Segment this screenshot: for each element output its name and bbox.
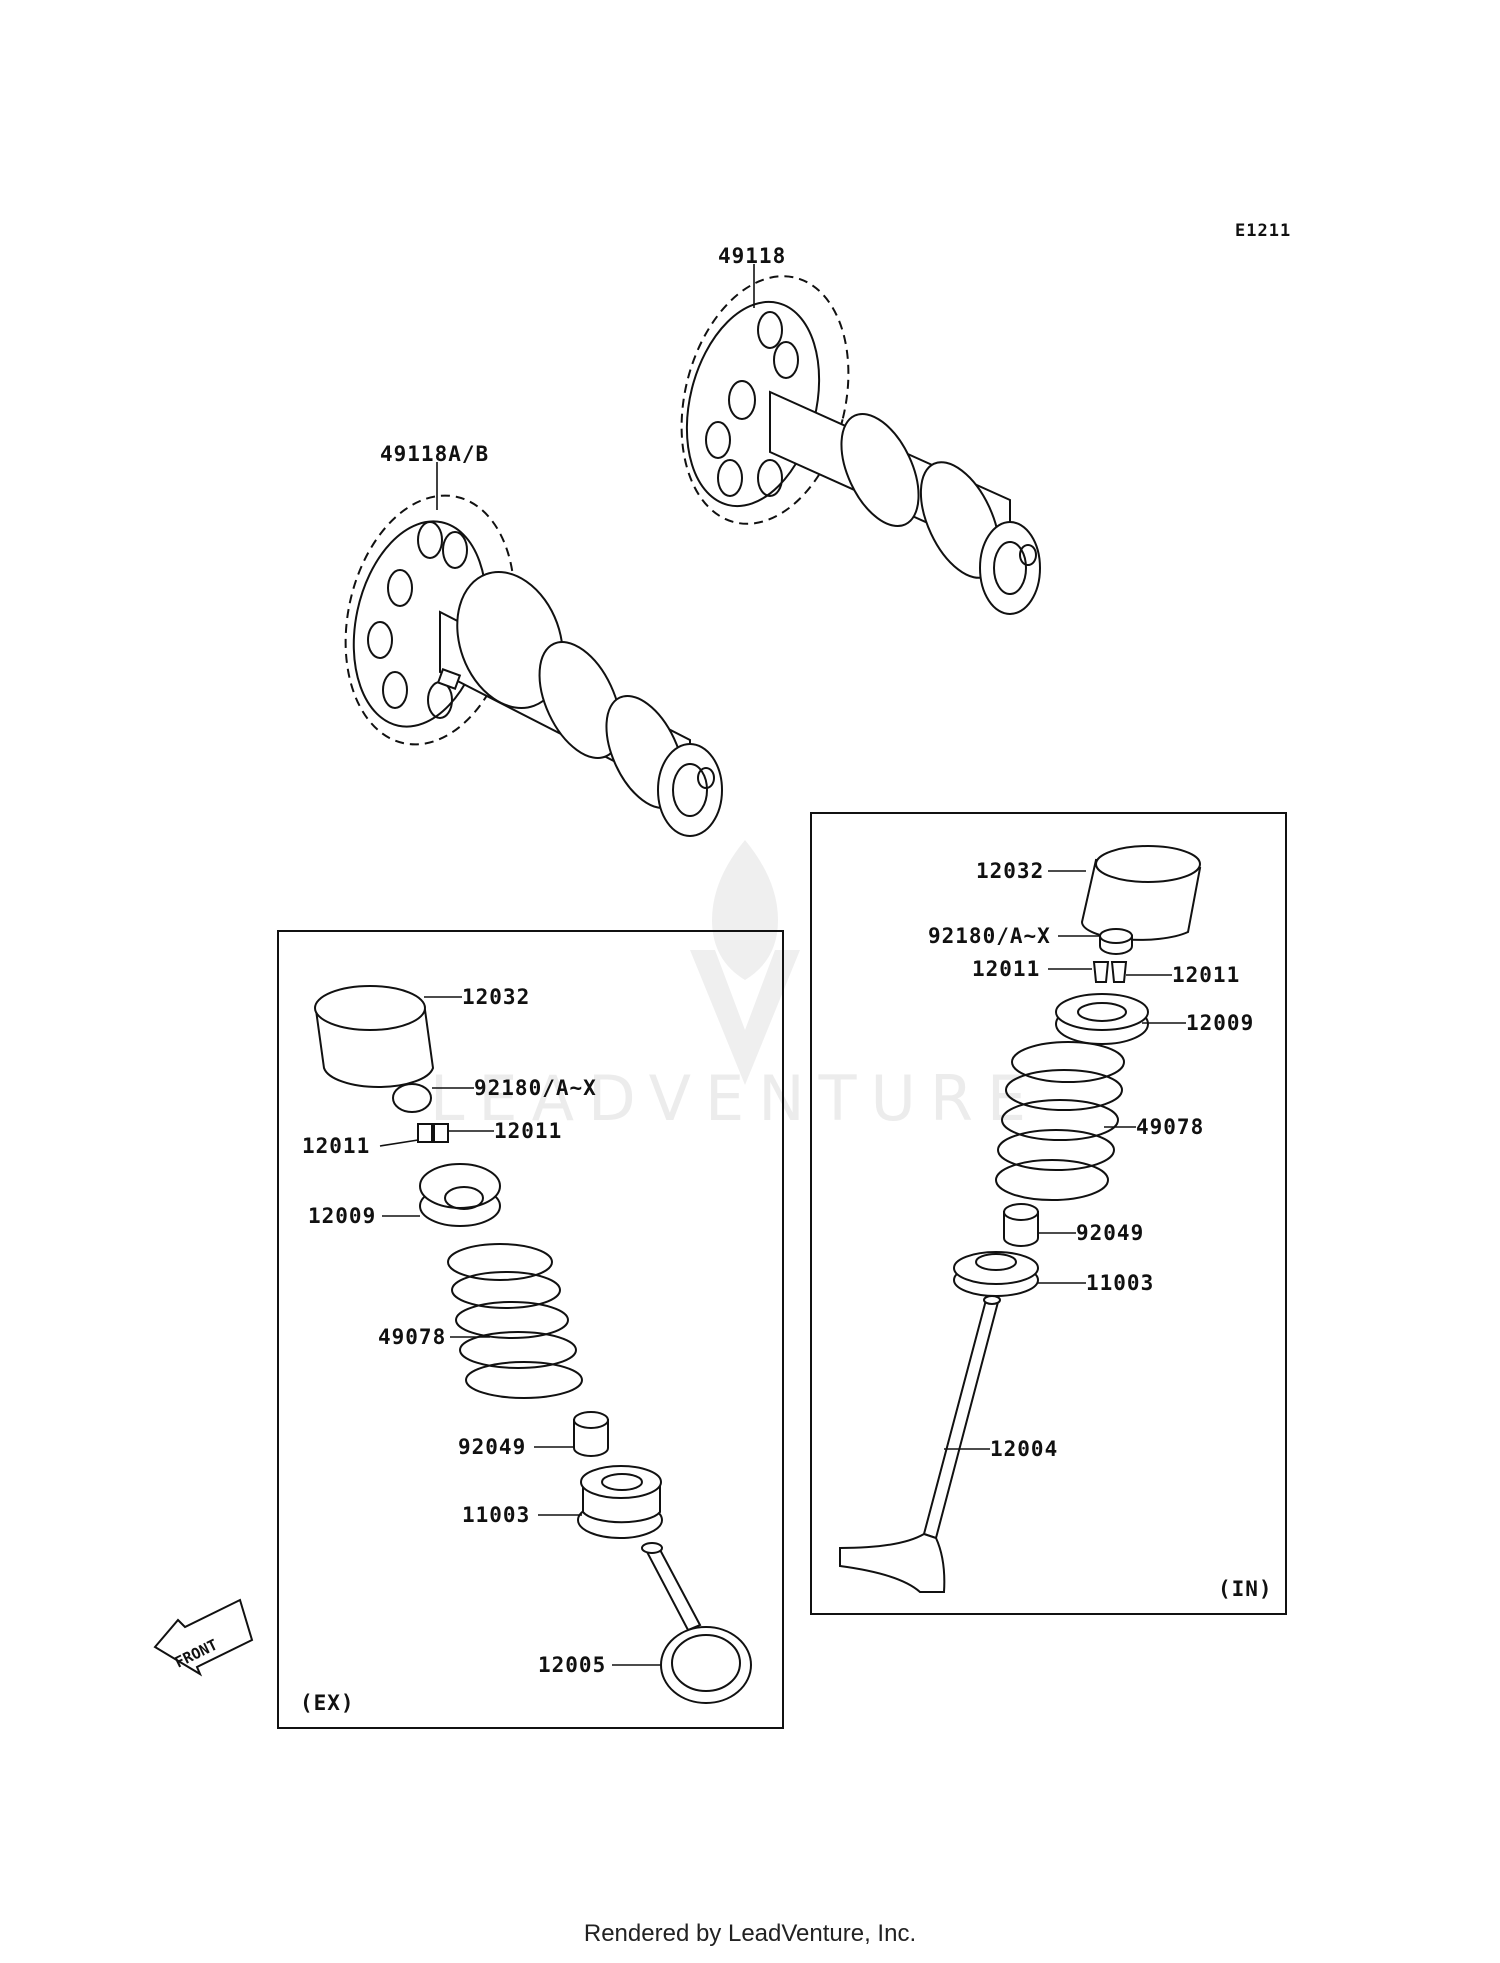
watermark-text: LEADVENTURE — [430, 1062, 1040, 1135]
in-retainer — [1055, 993, 1149, 1045]
label-in-spring-seat: 11003 — [1086, 1271, 1154, 1295]
label-ex-tappet: 12032 — [462, 985, 530, 1009]
label-in-stem-seal: 92049 — [1076, 1221, 1144, 1245]
label-camshaft-lower: 49118A/B — [380, 442, 489, 466]
ex-valve — [641, 1542, 752, 1704]
watermark-logo-icon — [690, 840, 800, 1085]
label-in-valve: 12004 — [990, 1437, 1058, 1461]
label-ex-stem-seal: 92049 — [458, 1435, 526, 1459]
label-in-shim: 92180/A~X — [928, 924, 1051, 948]
ex-spring — [447, 1243, 583, 1399]
footer-credit: Rendered by LeadVenture, Inc. — [583, 1920, 917, 1947]
ex-shim — [392, 1083, 432, 1113]
in-shim — [1099, 928, 1133, 955]
front-arrow: FRONT — [153, 1598, 254, 1677]
label-ex-spring: 49078 — [378, 1325, 446, 1349]
in-valve — [839, 1295, 1001, 1593]
label-ex-retainer: 12009 — [308, 1204, 376, 1228]
label-in-tappet: 12032 — [976, 859, 1044, 883]
label-ex-spring-seat: 11003 — [462, 1503, 530, 1527]
ex-stem-seal — [573, 1411, 609, 1457]
label-in-spring: 49078 — [1136, 1115, 1204, 1139]
in-cotters — [1092, 961, 1128, 983]
camshaft-49118ab — [344, 494, 723, 837]
in-tappet — [1080, 845, 1202, 941]
camshaft-49118 — [680, 275, 1041, 615]
exhaust-panel: (EX) 12032 92180/A~X 12011 12011 12009 — [277, 930, 784, 1729]
ex-tappet — [314, 985, 435, 1089]
exhaust-panel-title: (EX) — [300, 1691, 355, 1715]
label-in-cotter-right: 12011 — [1172, 963, 1240, 987]
in-spring — [995, 1041, 1125, 1201]
intake-panel: (IN) 12032 92180/A~X 12011 12011 — [810, 812, 1287, 1615]
label-ex-shim: 92180/A~X — [474, 1076, 597, 1100]
intake-panel-title: (IN) — [1218, 1577, 1273, 1601]
label-in-retainer: 12009 — [1186, 1011, 1254, 1035]
cam-sprocket-upper — [680, 275, 850, 525]
in-spring-seat — [953, 1251, 1039, 1297]
diagram-code: E1211 — [1235, 221, 1291, 241]
label-ex-valve: 12005 — [538, 1653, 606, 1677]
label-camshaft-upper: 49118 — [718, 244, 786, 268]
ex-retainer — [419, 1163, 501, 1227]
ex-spring-seat — [577, 1465, 663, 1539]
in-stem-seal — [1003, 1203, 1039, 1247]
label-in-cotter-left: 12011 — [972, 957, 1040, 981]
ex-cotters — [417, 1123, 449, 1143]
label-ex-cotter-right: 12011 — [494, 1119, 562, 1143]
label-ex-cotter-left: 12011 — [302, 1134, 370, 1158]
watermark: LEADVENTURE — [430, 840, 1040, 1135]
